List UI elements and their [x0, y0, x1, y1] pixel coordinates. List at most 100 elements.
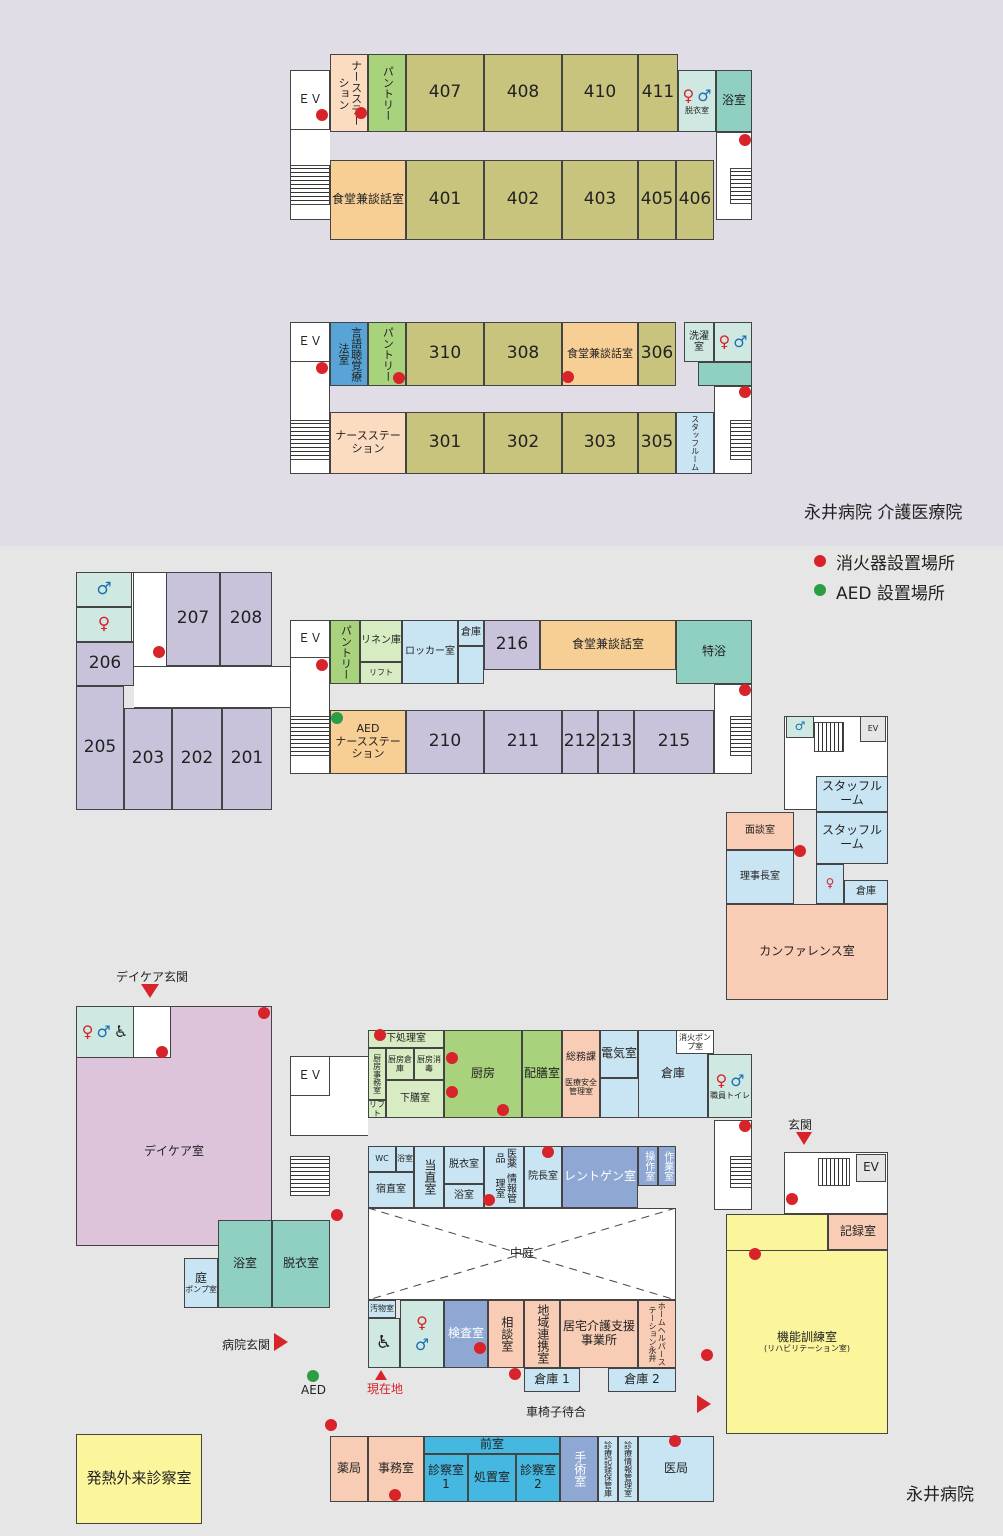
safety-office-label: 医療安全管理室	[565, 1077, 597, 1096]
legend-aed-label: AED 設置場所	[836, 584, 945, 604]
fever-clinic: 発熱外来診察室	[76, 1434, 202, 1524]
woman-icon: ♀	[81, 1021, 94, 1041]
room-402: 402	[484, 160, 562, 240]
interview-room: 面談室	[726, 812, 794, 850]
woman-icon: ♀	[825, 876, 835, 891]
ev-3f: ＥＶ	[290, 322, 330, 362]
on-duty-room: 当直室	[414, 1146, 444, 1208]
rehab-entrance-arrow	[697, 1395, 711, 1413]
hospital-entrance-label: 病院玄関	[222, 1338, 271, 1352]
room-203: 203	[124, 708, 172, 810]
room-202: 202	[172, 708, 222, 810]
toilet-4f: ♀♂ 脱衣室	[678, 70, 716, 132]
fire-extinguisher-marker	[446, 1086, 458, 1098]
storage-room-1: 倉庫 1	[524, 1368, 580, 1392]
dish-prep-room: 下処理室	[368, 1030, 444, 1048]
fire-extinguisher-legend-icon	[814, 555, 826, 567]
annex-toilet: ♂	[786, 716, 814, 738]
stairs	[730, 420, 752, 460]
storage-room-2: 倉庫 2	[608, 1368, 676, 1392]
rehab-sub-label: (リハビリテーション室)	[763, 1344, 851, 1354]
wc: WC	[368, 1146, 396, 1172]
exam-room: 検査室	[444, 1300, 488, 1368]
fire-extinguisher-marker	[355, 107, 367, 119]
special-bath: 特浴	[676, 620, 752, 684]
room-303: 303	[562, 412, 638, 474]
room-213: 213	[598, 710, 634, 774]
ev-1f: ＥＶ	[290, 1056, 330, 1096]
stairs	[730, 716, 752, 756]
fire-extinguisher-marker	[749, 1248, 761, 1260]
electric-room: 電気室	[600, 1030, 638, 1078]
woman-icon: ♀	[97, 613, 111, 634]
woman-icon: ♀	[682, 86, 695, 106]
fire-extinguisher-marker	[316, 659, 328, 671]
staff-room-3f: スタッフルーム	[676, 412, 714, 474]
room-208: 208	[220, 572, 272, 666]
toilet-3f-lower	[698, 362, 752, 386]
dirty-utility-room: 汚物室	[368, 1300, 396, 1318]
dining-room-2f: 食堂兼談話室	[540, 620, 676, 670]
info-management-room: 診療情報管理室	[618, 1436, 638, 1502]
fire-extinguisher-marker	[542, 1146, 554, 1158]
kitchen: 厨房	[444, 1030, 522, 1118]
pharmacy: 薬局	[330, 1436, 368, 1502]
fire-extinguisher-marker	[701, 1349, 713, 1361]
room-206: 206	[76, 642, 134, 686]
room-401: 401	[406, 160, 484, 240]
small-bath: 浴室	[396, 1146, 414, 1172]
room-306: 306	[638, 322, 676, 386]
kitchen-disinfect: 厨房消毒	[414, 1048, 444, 1080]
lift-1f: リフト	[368, 1100, 386, 1118]
man-icon: ♂	[730, 1071, 745, 1091]
treatment-room: 処置室	[468, 1454, 516, 1502]
linen-room: リネン庫	[360, 620, 402, 662]
men-toilet-2f: ♂	[76, 572, 132, 607]
fire-extinguisher-marker	[316, 362, 328, 374]
locker-annex	[458, 646, 484, 684]
woman-icon: ♀	[718, 331, 731, 351]
staff-toilet: ♀♂ 職員トイレ	[708, 1054, 752, 1118]
man-icon: ♂	[697, 86, 712, 106]
aed-marker	[307, 1370, 319, 1382]
corridor	[134, 666, 294, 708]
medicine-info-room: 医薬品 情報管理室	[484, 1146, 524, 1208]
xray-room: レントゲン室	[562, 1146, 638, 1208]
wheelchair-waiting-label: 車椅子待合	[526, 1405, 587, 1419]
undress-room-small: 脱衣室	[444, 1146, 484, 1184]
fire-extinguisher-marker	[316, 109, 328, 121]
room-308: 308	[484, 322, 562, 386]
man-icon: ♂	[733, 331, 748, 351]
ev-east: EV	[856, 1154, 886, 1182]
medical-office: 医局	[638, 1436, 714, 1502]
kitchen-office: 厨房事務室	[368, 1048, 386, 1100]
office: 事務室	[368, 1436, 424, 1502]
bath-small-2: 浴室	[444, 1184, 484, 1208]
exam-room-2: 診察室2	[516, 1454, 560, 1502]
fire-extinguisher-marker	[562, 371, 574, 383]
fire-extinguisher-marker	[389, 1489, 401, 1501]
fire-extinguisher-marker	[786, 1193, 798, 1205]
regional-cooperation-room: 地域連携室	[524, 1300, 560, 1368]
exam-room-1: 診察室1	[424, 1454, 468, 1502]
laundry-room: 洗濯室	[684, 322, 714, 362]
women-toilet-2f: ♀	[76, 607, 132, 642]
room-216: 216	[484, 620, 540, 670]
fire-extinguisher-marker	[497, 1104, 509, 1116]
work-room: 作業室	[658, 1146, 676, 1186]
night-duty-room: 宿直室	[368, 1172, 414, 1208]
kitchen-storage: 厨房倉庫	[386, 1048, 414, 1080]
lower-meal-room: 下膳室	[386, 1080, 444, 1118]
hospital-entrance-arrow	[274, 1333, 288, 1351]
stairs	[818, 1158, 850, 1186]
aed-label: AED	[301, 1383, 327, 1397]
hospital-title: 永井病院	[906, 1485, 974, 1505]
toilet-3f: ♀♂	[714, 322, 752, 362]
garden-label: 庭	[194, 1270, 207, 1285]
stairs	[290, 165, 330, 205]
room-407: 407	[406, 54, 484, 132]
stairs	[814, 722, 844, 752]
fire-extinguisher-marker	[156, 1046, 168, 1058]
fire-extinguisher-marker	[739, 386, 751, 398]
garden: 庭 ポンプ室	[184, 1258, 218, 1308]
